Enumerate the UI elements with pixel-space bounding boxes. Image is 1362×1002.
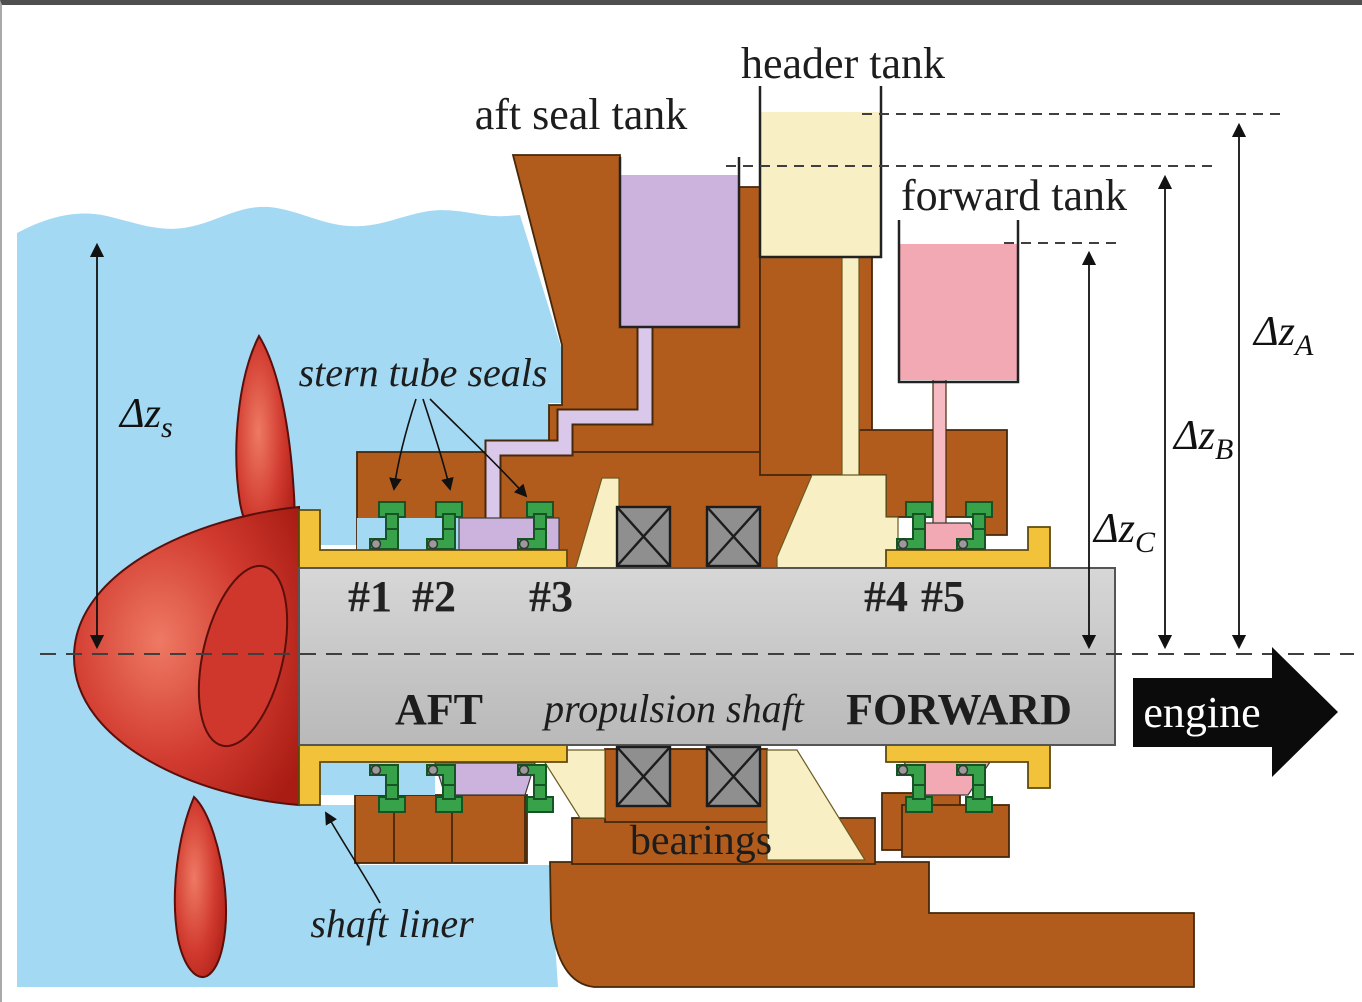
propeller [72, 333, 300, 978]
seal-leader-1 [389, 398, 417, 491]
dz-b-label: ΔzB [1172, 413, 1233, 466]
aft-seal-tank-label: aft seal tank [475, 90, 688, 139]
seal-number-1: #1 [348, 572, 392, 621]
dz-a-label: ΔzA [1252, 309, 1314, 362]
forward-tank-label: forward tank [901, 171, 1127, 220]
lower-forward-housing-b [901, 804, 1010, 858]
aft-seal-tank [618, 157, 741, 329]
seal-number-3: #3 [529, 572, 573, 621]
forward-label: FORWARD [846, 685, 1072, 734]
aft-seal-tank-pipe-fill [486, 326, 652, 521]
seal-4-upper [896, 501, 933, 550]
bearings-label: bearings [630, 818, 772, 864]
diagram-canvas: #1 #2 #3 #4 #5 AFT propulsion shaft FORW… [17, 39, 1354, 988]
stern-tube-seals-label: stern tube seals [299, 350, 548, 395]
oil-regions [535, 254, 899, 861]
seal-3-lower [517, 764, 554, 813]
dz-s-label: Δzs [118, 391, 173, 444]
seal-1-lower [369, 764, 406, 813]
seal-2-upper [426, 501, 463, 550]
seal-leader-3 [429, 398, 528, 498]
oil-wedge-fwd-lower [766, 749, 867, 861]
header-tank-fluid [761, 112, 880, 256]
bearing-upper-1 [615, 505, 672, 568]
engine-arrow: engine [1133, 647, 1338, 777]
header-tank [758, 86, 883, 259]
bearing-lower-2 [705, 745, 762, 808]
aft-seal-chamber-lower [434, 762, 536, 796]
propulsion-shaft: #1 #2 #3 #4 #5 AFT propulsion shaft FORW… [298, 567, 1116, 746]
header-tank-label: header tank [741, 39, 945, 88]
aft-label: AFT [395, 685, 483, 734]
stern-tube-seals [369, 501, 993, 813]
shaft-liner-leader [325, 811, 381, 904]
forward-tank-fluid [900, 244, 1017, 380]
forward-tank [897, 220, 1020, 384]
header-tank-walls [758, 86, 883, 259]
aft-seal-tank-fluid [621, 175, 738, 326]
header-tank-pipe [841, 254, 860, 478]
seal-3-upper [517, 501, 554, 550]
seal-number-4: #4 [864, 572, 908, 621]
oil-wedge-aft-lower [535, 749, 606, 819]
seal-number-5: #5 [921, 572, 965, 621]
aft-seal-tank-walls [618, 157, 741, 329]
shaft-body [298, 567, 1116, 746]
seal-1-upper [369, 501, 406, 550]
engine-arrow-shape [1133, 647, 1338, 777]
seal-5-upper [956, 501, 993, 550]
text-labels: header tank aft seal tank forward tank s… [118, 39, 1314, 946]
reference-lines [40, 113, 1354, 655]
forward-tank-walls [897, 220, 1020, 384]
propulsion-shaft-label: propulsion shaft [541, 686, 805, 731]
seal-leader-2 [422, 398, 454, 491]
seal-5-lower [956, 764, 993, 813]
seal-number-2: #2 [412, 572, 456, 621]
dimension-arrows [89, 122, 1247, 650]
engine-label: engine [1143, 688, 1260, 737]
seal-2-lower [426, 764, 463, 813]
dz-c-label: ΔzC [1092, 506, 1156, 559]
bearing-lower-1 [615, 745, 672, 808]
shaft-liner-label: shaft liner [310, 901, 474, 946]
bearing-upper-2 [705, 505, 762, 568]
bearings [615, 505, 762, 808]
hull-foundation [549, 861, 1195, 988]
propeller-blade-root [197, 564, 289, 748]
leader-arrows [325, 398, 528, 904]
forward-tank-pipe [932, 378, 947, 530]
seal-4-lower [896, 764, 933, 813]
propeller-blade-lower [173, 795, 228, 978]
